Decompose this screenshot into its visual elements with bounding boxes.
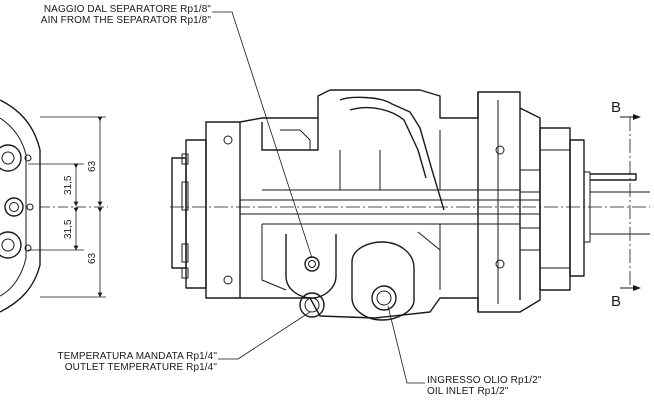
callout-outlet-temperature-line2: OUTLET TEMPERATURE Rp1/4" [64,362,217,373]
callout-drain: NAGGIO DAL SEPARATORE Rp1/8" AIN FROM TH… [0,4,211,26]
dim-lower-inner: 31,5 [63,219,74,239]
callout-drain-line2: AIN FROM THE SEPARATOR Rp1/8" [40,15,211,26]
leader-lines [212,11,425,384]
callout-outlet-temperature: TEMPERATURA MANDATA Rp1/4" OUTLET TEMPER… [40,351,217,373]
drain-port [304,256,320,272]
outlet-temp-port [299,292,325,318]
callout-oil-inlet-line2: OIL INLET Rp1/2" [427,386,509,397]
callout-outlet-temperature-line1: TEMPERATURA MANDATA Rp1/4" [57,351,217,362]
port-circle [0,144,22,172]
section-mark-top: B [611,99,621,116]
dim-upper-outer: 63 [87,160,98,172]
dim-upper-inner: 31,5 [63,175,74,195]
dimension-lines [28,116,108,298]
section-mark-bottom: B [611,293,621,310]
callout-drain-line1: NAGGIO DAL SEPARATORE Rp1/8" [43,4,211,15]
section-line [620,114,641,291]
callout-oil-inlet: INGRESSO OLIO Rp1/2" OIL INLET Rp1/2" [427,375,587,397]
dim-lower-outer: 63 [87,252,98,264]
end-view [0,99,41,313]
port-circle [0,231,22,259]
compressor-body [170,89,650,321]
callout-oil-inlet-line1: INGRESSO OLIO Rp1/2" [427,375,542,386]
oil-inlet-port [371,285,397,311]
port-circle [4,197,24,217]
